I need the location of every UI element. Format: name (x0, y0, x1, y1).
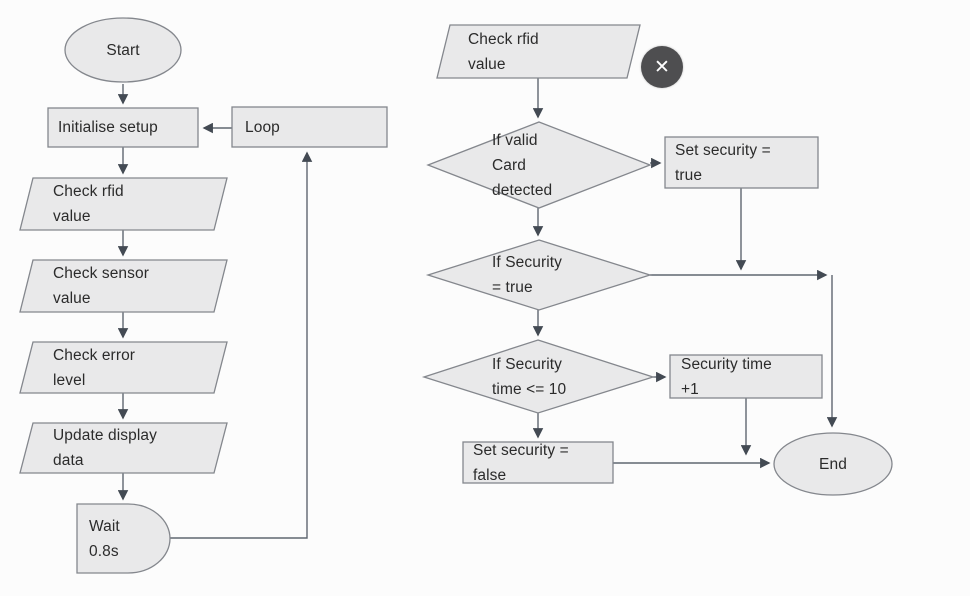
loop-process-shape (231, 106, 388, 148)
nodes (19, 17, 893, 574)
initialise-setup-process-shape (47, 107, 199, 148)
close-icon: ✕ (654, 56, 670, 78)
check-error-io-shape (19, 341, 228, 394)
if-security-time-decision-shape (421, 339, 656, 414)
check-rfid-left-io-shape (19, 177, 228, 231)
security-time-plus-process-shape (669, 354, 823, 399)
end-terminator-shape (773, 432, 893, 496)
set-security-false-process-shape (462, 441, 614, 484)
connector-wait-to-loop (170, 151, 313, 539)
connectors (117, 78, 838, 539)
wait-delay-shape (76, 503, 171, 574)
if-valid-card-decision-shape (426, 121, 652, 209)
if-security-true-decision-shape (425, 239, 653, 311)
close-button[interactable]: ✕ (641, 46, 683, 88)
check-sensor-io-shape (19, 259, 228, 313)
update-display-io-shape (19, 422, 228, 474)
start-terminator-shape (64, 17, 182, 83)
set-security-true-process-shape (664, 136, 819, 189)
check-rfid-right-io-shape (436, 24, 641, 79)
